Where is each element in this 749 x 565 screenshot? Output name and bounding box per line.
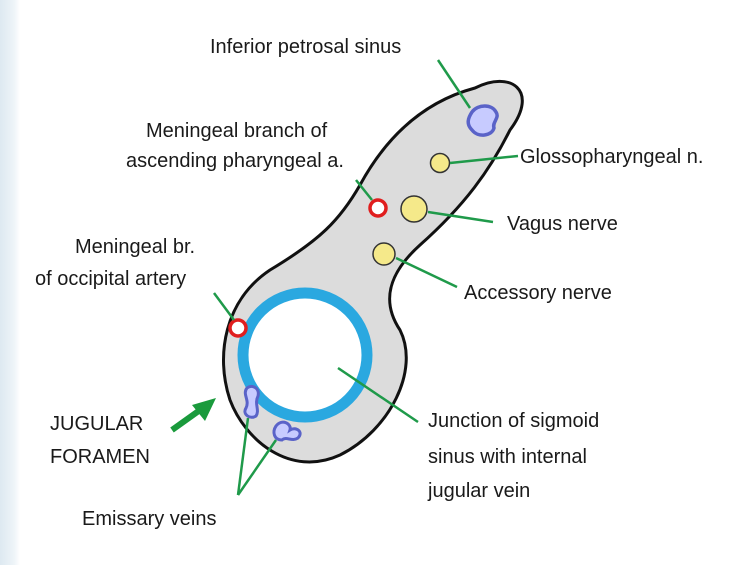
jugular-foramen-diagram: Inferior petrosal sinus Meningeal branch… xyxy=(20,0,749,560)
label-emissary-veins: Emissary veins xyxy=(82,508,216,530)
inferior-petrosal-sinus-vessel xyxy=(468,106,497,135)
label-jugular-line2: FORAMEN xyxy=(50,446,150,468)
emissary-vein-1 xyxy=(245,386,258,417)
leader-occipital xyxy=(214,293,234,320)
label-meningeal-branch-line1: Meningeal branch of xyxy=(146,120,328,142)
label-occipital-line1: Meningeal br. xyxy=(75,236,195,258)
label-vagus: Vagus nerve xyxy=(507,213,618,235)
label-occipital-line2: of occipital artery xyxy=(35,268,186,290)
label-junction-line3: jugular vein xyxy=(427,480,530,502)
label-accessory: Accessory nerve xyxy=(464,282,612,304)
sinus-ring xyxy=(243,293,367,417)
label-junction-line1: Junction of sigmoid xyxy=(428,410,599,432)
meningeal-occipital-artery xyxy=(230,320,246,336)
glossopharyngeal-nerve xyxy=(431,154,450,173)
label-glossopharyngeal: Glossopharyngeal n. xyxy=(520,146,703,168)
leader-accessory xyxy=(396,258,457,287)
meningeal-ascending-pharyngeal-artery xyxy=(370,200,386,216)
label-inferior-petrosal-sinus: Inferior petrosal sinus xyxy=(210,36,401,58)
jugular-foramen-arrow xyxy=(172,398,216,430)
label-meningeal-branch-line2: ascending pharyngeal a. xyxy=(126,150,344,172)
label-junction-line2: sinus with internal xyxy=(428,446,587,468)
label-jugular-line1: JUGULAR xyxy=(50,413,143,435)
accessory-nerve xyxy=(373,243,395,265)
vagus-nerve xyxy=(401,196,427,222)
diagram-canvas: Inferior petrosal sinus Meningeal branch… xyxy=(20,0,749,560)
